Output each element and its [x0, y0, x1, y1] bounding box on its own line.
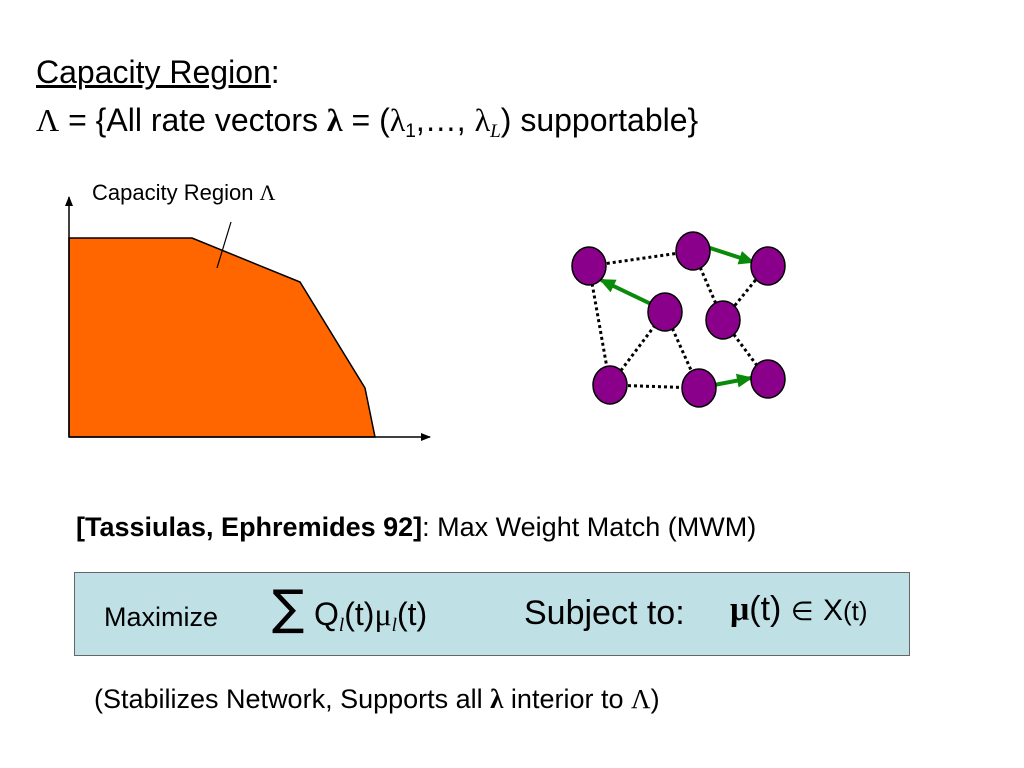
footer-middle: interior to	[503, 684, 631, 714]
citation-colon: :	[422, 512, 430, 542]
region-label-lambda: Λ	[259, 180, 276, 205]
arrow-d-a	[599, 278, 652, 306]
element-of-symbol: ∈	[790, 596, 814, 626]
title-text: Capacity Region	[36, 54, 271, 90]
node-c	[750, 246, 786, 286]
t-arg-3: (t)	[749, 590, 782, 628]
equals-open: = (	[342, 102, 390, 138]
mu-symbol: μ	[374, 596, 392, 632]
region-label-text: Capacity Region	[92, 180, 260, 205]
lambda-1-symbol: λ	[389, 102, 406, 138]
title-colon: :	[270, 54, 280, 90]
capacity-region-label: Capacity Region Λ	[92, 180, 276, 206]
q-symbol: Q	[314, 596, 339, 632]
node-h	[750, 359, 786, 399]
node-g	[681, 368, 717, 408]
slide-title: Capacity Region:	[36, 52, 280, 92]
definition-prefix: = {All rate vectors	[59, 102, 327, 138]
node-d	[647, 292, 683, 332]
lambda-vector-symbol: λ	[326, 102, 343, 138]
footer-close: )	[650, 684, 660, 714]
network-arrows	[599, 245, 755, 388]
sum-symbol: ∑	[272, 580, 305, 636]
link-a-f	[587, 265, 612, 386]
mu-vector-symbol: μ	[730, 591, 750, 628]
lambda-L-symbol: λ	[474, 102, 491, 138]
set-x-symbol: X	[822, 594, 843, 627]
t-arg-1: (t)	[344, 596, 375, 632]
capacity-definition: Λ = {All rate vectors λ = (λ1,…, λL) sup…	[36, 100, 699, 142]
footer-prefix: (Stabilizes Network, Supports all	[94, 684, 491, 714]
arrow-b-c	[706, 245, 755, 265]
constraint-expression: μ(t) ∈ X(t)	[730, 590, 868, 629]
formula-box	[74, 572, 910, 656]
q-subscript: l	[338, 615, 345, 636]
node-b	[675, 231, 711, 271]
capacity-region-shape	[68, 237, 376, 438]
subscript-L: L	[490, 121, 501, 142]
mu-subscript: l	[391, 615, 397, 636]
node-a	[571, 246, 607, 286]
capital-lambda-symbol: Λ	[36, 102, 60, 138]
footer-capital-lambda: Λ	[630, 684, 651, 714]
t-arg-4: (t)	[842, 596, 868, 626]
definition-close: ) supportable}	[500, 102, 699, 138]
mwm-description: Max Weight Match (MWM)	[429, 512, 757, 542]
label-pointer-line	[216, 221, 232, 269]
ellipsis: ,…,	[415, 102, 475, 138]
maximize-label: Maximize	[104, 602, 219, 632]
network-nodes	[571, 231, 786, 408]
objective-expression: Ql(t)μl(t)	[314, 596, 428, 636]
footer-note: (Stabilizes Network, Supports all λ inte…	[94, 684, 660, 715]
node-e	[705, 300, 741, 340]
t-arg-2: (t)	[396, 596, 428, 632]
reference-line: [Tassiulas, Ephremides 92]: Max Weight M…	[76, 512, 756, 543]
arrow-h-i	[713, 373, 753, 388]
citation: [Tassiulas, Ephremides 92]	[76, 512, 423, 542]
subject-to-label: Subject to:	[524, 594, 685, 632]
subscript-1: 1	[405, 121, 416, 142]
node-f	[592, 365, 628, 405]
footer-lambda: λ	[490, 684, 504, 714]
